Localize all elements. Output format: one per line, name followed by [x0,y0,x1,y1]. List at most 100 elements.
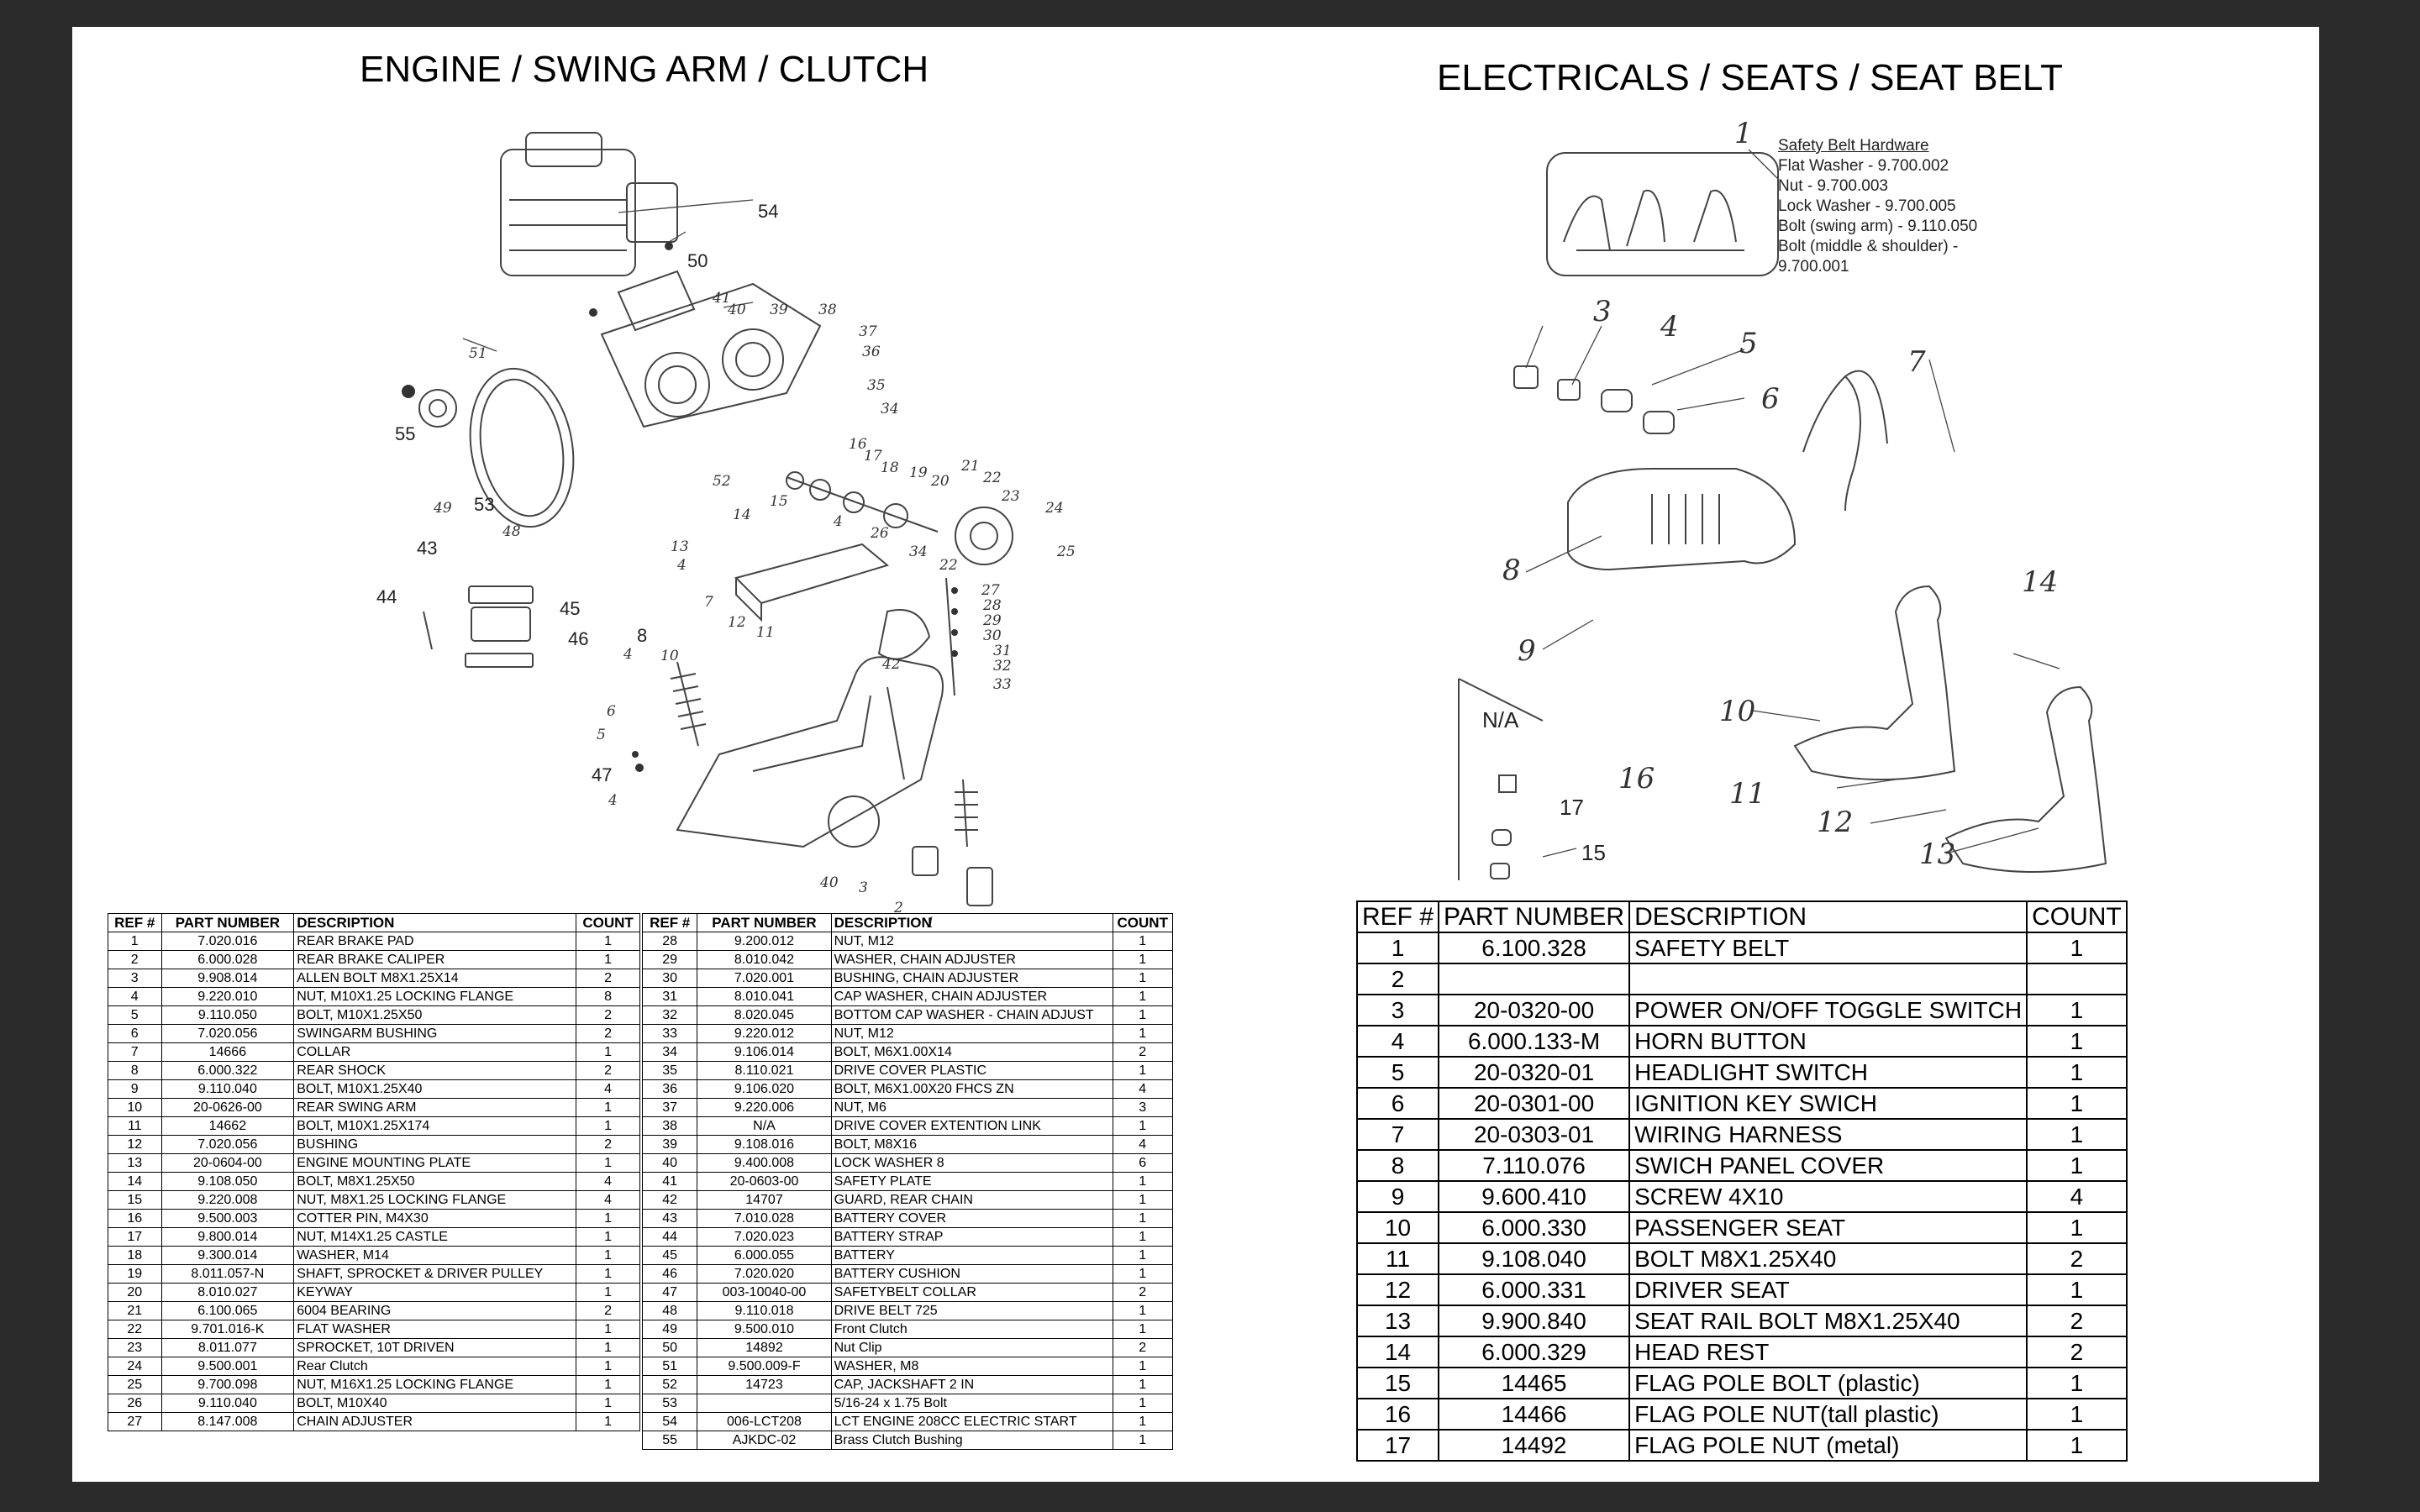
rcallout-na: N/A [1482,707,1519,732]
cell-count: 6 [1112,1153,1174,1173]
cell-part-number: 6.000.330 [1438,1211,1631,1244]
cell-count: 4 [576,1190,640,1210]
cell-description: BOLT, M10X1.25X174 [293,1116,577,1136]
cell-count: 1 [1112,1005,1174,1025]
engine-mount-plate-part [734,543,890,605]
cell-count: 1 [1112,1246,1174,1265]
cell-part-number: 9.500.001 [160,1357,295,1376]
cell-description: NUT, M6 [830,1098,1113,1117]
cell-count: 1 [2026,932,2128,964]
cell-ref: 53 [641,1394,698,1413]
callout-22: 22 [982,470,1002,486]
callout-7: 7 [704,594,713,611]
callout-33: 33 [993,676,1012,693]
cell-part-number: 14662 [160,1116,295,1136]
rcallout-10: 10 [1719,695,1755,728]
callout-17: 17 [864,448,882,465]
cell-ref: 35 [641,1061,698,1080]
cell-part-number: 9.110.040 [160,1079,295,1099]
callout-5: 5 [597,727,606,743]
cell-part-number: 7.020.001 [697,969,832,988]
cell-count: 1 [2026,1398,2128,1431]
cell-ref: 24 [108,1357,162,1376]
safety-belt-hardware-note: Safety Belt Hardware Flat Washer - 9.700… [1778,136,1977,277]
cell-count: 1 [1112,1412,1174,1431]
callout-44: 44 [376,586,397,607]
engine-part [500,149,636,276]
callout-6: 6 [607,703,616,720]
cell-ref: 12 [1355,1273,1440,1306]
cell-part-number: 14492 [1438,1429,1631,1462]
callout-36: 36 [862,344,881,360]
ignition-switch-part [1643,411,1675,434]
cell-count: 2 [2026,1305,2128,1337]
cell-ref: 18 [108,1246,162,1265]
callout-35: 35 [867,377,886,394]
front-clutch-part [418,389,457,428]
col-part-number: PART NUMBER [160,913,295,932]
callout-13: 13 [671,538,689,555]
cell-part-number: 7.010.028 [697,1209,832,1228]
col-description: DESCRIPTION [830,913,1113,932]
cell-description: IGNITION KEY SWICH [1628,1087,2028,1120]
callout-26: 26 [870,525,889,542]
cell-description: SCREW 4X10 [1628,1180,2028,1213]
callout-42: 42 [881,656,901,673]
cell-description: KEYWAY [293,1283,577,1302]
cell-ref: 44 [641,1227,698,1247]
cell-count: 2 [1112,1338,1174,1357]
cell-ref: 41 [641,1172,698,1191]
cell-part-number: 9.110.018 [697,1301,832,1320]
cell-count: 2 [576,1135,640,1154]
callout-12: 12 [728,614,746,631]
cell-part-number: 9.220.006 [697,1098,832,1117]
callout-4c: 4 [623,646,633,663]
rcallout-1: 1 [1734,117,1753,150]
passenger-seat-part [1793,585,1956,780]
cell-count: 4 [576,1079,640,1099]
cell-ref: 42 [641,1190,698,1210]
cell-description: NUT, M14X1.25 CASTLE [293,1227,577,1247]
battery-part [471,606,531,642]
col-ref: REF # [641,913,698,932]
cell-count: 1 [1112,1320,1174,1339]
cell-count: 1 [576,1209,640,1228]
cell-count: 1 [2026,1118,2128,1151]
callout-54: 54 [758,201,778,222]
callout-39: 39 [770,302,788,318]
callout-51: 51 [469,345,487,362]
cell-description: SAFETYBELT COLLAR [830,1283,1113,1302]
cell-count: 8 [576,987,640,1006]
cell-part-number: 14466 [1438,1398,1631,1431]
col-count: COUNT [576,913,640,932]
callout-25: 25 [1056,543,1076,560]
cell-description: DRIVER SEAT [1628,1273,2028,1306]
col-part-number: PART NUMBER [1438,900,1631,933]
cell-count: 2 [2026,1242,2128,1275]
cell-part-number: 9.600.410 [1438,1180,1631,1213]
cell-count: 1 [576,1153,640,1173]
cell-part-number: 9.110.050 [160,1005,295,1025]
callout-52: 52 [713,473,731,490]
cell-count: 2 [1112,1042,1174,1062]
cell-count: 2 [576,1005,640,1025]
drive-belt-part [469,367,575,528]
cell-part-number: 9.106.020 [697,1079,832,1099]
rcallout-6: 6 [1761,382,1780,416]
cell-description: SEAT RAIL BOLT M8X1.25X40 [1628,1305,2028,1337]
cell-count: 1 [576,1283,640,1302]
